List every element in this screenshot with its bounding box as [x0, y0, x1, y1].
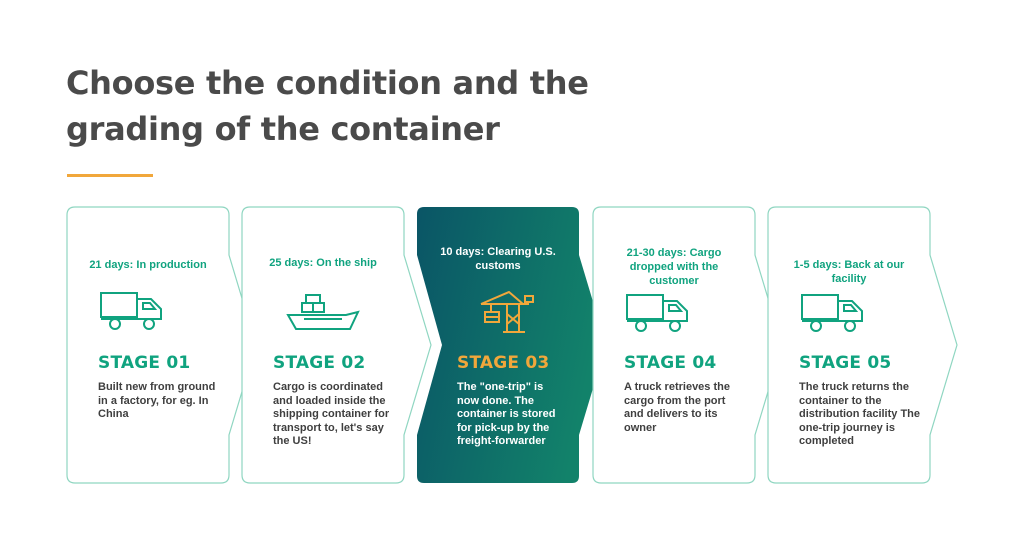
truck-icon: [99, 291, 171, 336]
stage-label: STAGE 01: [98, 353, 191, 373]
stage-card-4: 21-30 days: Cargo dropped with the custo…: [593, 207, 755, 483]
stage-duration: 21 days: In production: [89, 259, 207, 271]
stage-card-5: 1-5 days: Back at our facility STAGE 05 T…: [768, 207, 930, 483]
stage-card-1: 21 days: In production STAGE 01 Built new…: [67, 207, 229, 483]
page-title: Choose the condition and the grading of …: [66, 64, 589, 148]
stage-description: A truck retrieves the cargo from the por…: [624, 381, 730, 434]
stage-label: STAGE 02: [273, 353, 366, 373]
title-underline: [67, 174, 153, 177]
stage-card-2: 25 days: On the ship STAGE 02 Cargo is co…: [242, 207, 404, 483]
stage-shape-1: [66, 206, 257, 484]
stage-description: Built new from ground in a factory, for …: [98, 381, 216, 421]
stage-duration: 25 days: On the ship: [269, 257, 377, 269]
truck-icon: [625, 293, 697, 338]
ship-icon: [284, 293, 362, 340]
stage-label: STAGE 05: [799, 353, 892, 373]
truck-icon: [800, 293, 872, 338]
stage-shape-4: [592, 206, 783, 484]
stage-card-3: 10 days: Clearing U.S. customs STAGE 03 T…: [417, 207, 579, 483]
stage-duration: 1-5 days: Back at our facility: [793, 259, 905, 285]
stage-shape-3: [417, 207, 606, 483]
stage-description: Cargo is coordinated and loaded inside t…: [273, 381, 390, 448]
stage-duration: 21-30 days: Cargo dropped with the custo…: [626, 247, 722, 287]
stage-label: STAGE 03: [457, 353, 550, 373]
stage-shape-2: [241, 206, 432, 484]
stage-shape-5: [767, 206, 958, 484]
stage-duration: 10 days: Clearing U.S. customs: [440, 246, 556, 272]
crane-icon: [479, 290, 539, 339]
stage-description: The "one-trip" is now done. The containe…: [457, 381, 556, 448]
stage-label: STAGE 04: [624, 353, 717, 373]
stage-description: The truck returns the container to the d…: [799, 381, 921, 448]
